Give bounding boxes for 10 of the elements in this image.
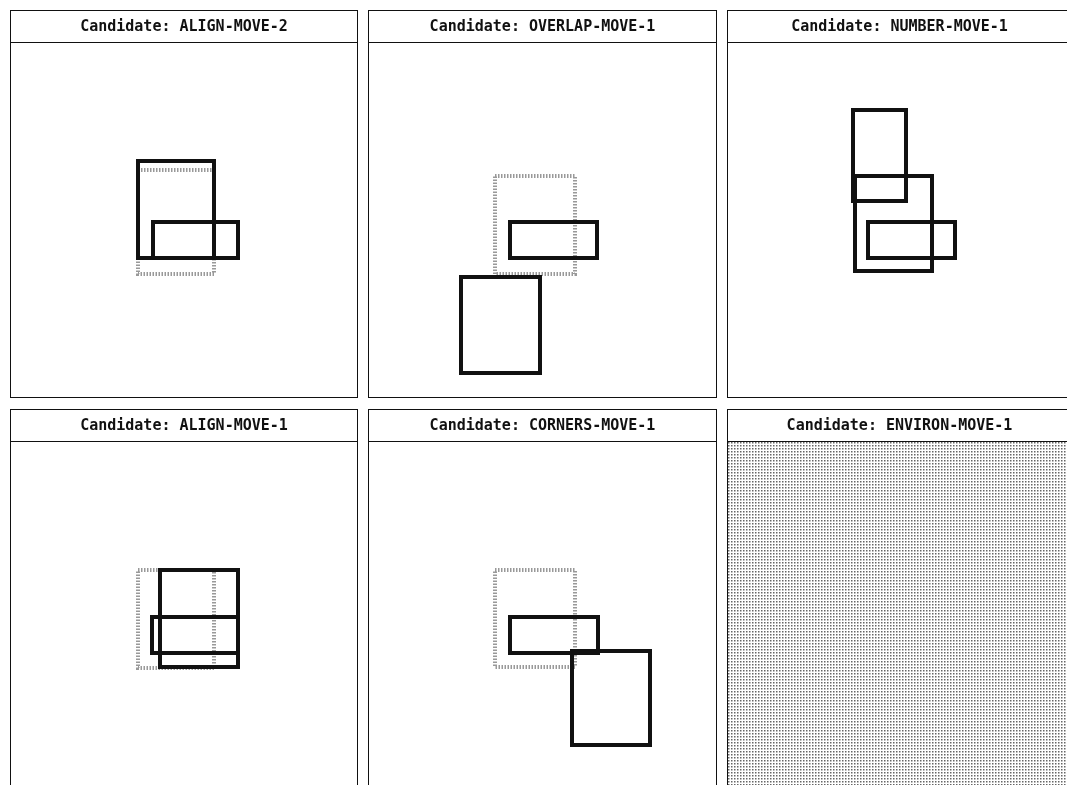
panel-title: Candidate: NUMBER-MOVE-1 xyxy=(728,11,1067,43)
panel-title: Candidate: ALIGN-MOVE-2 xyxy=(11,11,357,43)
panel-title: Candidate: OVERLAP-MOVE-1 xyxy=(369,11,716,43)
candidate-panel xyxy=(10,10,358,398)
candidate-panel xyxy=(10,409,358,785)
panel-title: Candidate: CORNERS-MOVE-1 xyxy=(369,410,716,442)
candidate-panel xyxy=(727,10,1067,398)
candidate-panel xyxy=(368,409,717,785)
candidate-panel xyxy=(368,10,717,398)
panel-title: Candidate: ALIGN-MOVE-1 xyxy=(11,410,357,442)
